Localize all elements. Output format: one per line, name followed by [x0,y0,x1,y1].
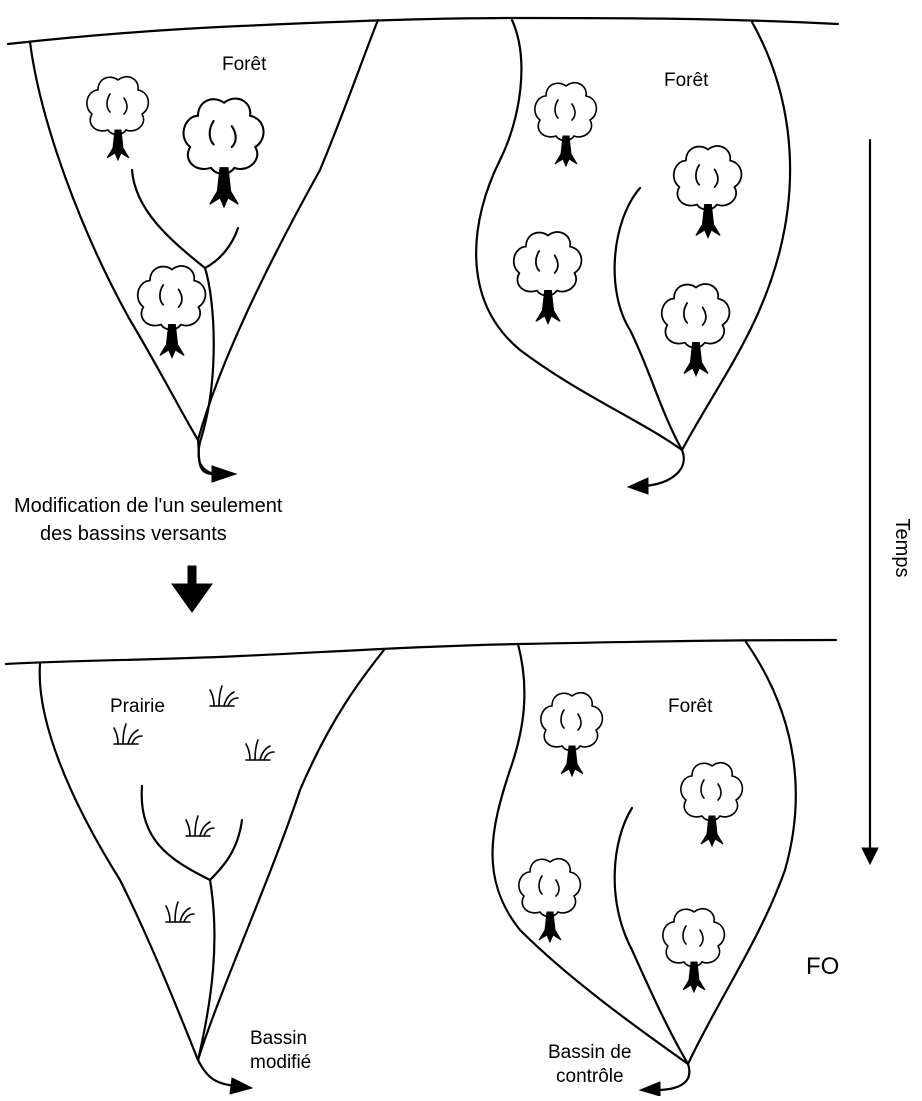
transition-caption: Modification de l'un seulement des bassi… [14,495,283,613]
top-right-stream [613,186,684,452]
top-landscape: Forêt Forêt [6,16,840,495]
grass-icon [209,685,239,707]
tree-icon [534,81,598,167]
bottom-left-tributary [208,818,244,882]
tree-icon [86,75,150,161]
top-right-basin-outline [475,18,792,452]
right-outlet-label-line-2: contrôle [556,1066,624,1087]
bottom-left-outlet-stream [196,1058,238,1088]
grass-icon [165,901,195,923]
bottom-right-basin-outline [491,640,797,1066]
bottom-right-basin-label: Forêt [668,696,713,717]
tree-icon [136,265,207,359]
grass-icon [185,815,215,837]
left-outlet-label-line-1: Bassin [250,1028,307,1049]
top-right-outlet-stream [642,448,685,488]
margin-fragment-text: FO [806,953,839,980]
grass-icon [245,739,275,761]
bottom-ridge-line [4,638,838,666]
bottom-left-basin-outline [38,648,386,1062]
bottom-left-basin-label: Prairie [110,696,165,717]
right-outlet-label-line-1: Bassin de [548,1042,631,1063]
tree-icon [518,857,582,943]
top-ridge-line [6,16,840,46]
top-right-outlet-arrow [626,477,649,495]
down-arrow-icon [171,583,213,613]
top-left-basin-outline [28,18,380,442]
tree-icon [540,691,604,777]
grass-icon [113,723,143,745]
tree-icon [182,97,265,208]
top-left-outlet-stream [196,438,216,476]
tree-icon [672,145,743,239]
bottom-left-outlet-arrow [229,1077,254,1095]
time-axis-arrowhead [861,847,879,866]
time-axis: Temps [861,138,913,866]
time-axis-label: Temps [891,519,913,578]
left-outlet-label-line-2: modifié [250,1052,311,1073]
tree-icon [662,907,726,993]
tree-icon [680,761,744,847]
top-left-outlet-arrow [211,465,238,483]
bottom-right-outlet-arrow [638,1081,661,1097]
transition-line-2: des bassins versants [40,523,227,545]
top-left-tributary [203,226,240,270]
tree-icon [660,283,731,377]
transition-line-1: Modification de l'un seulement [14,495,283,517]
bottom-right-stream [613,806,690,1066]
top-left-basin-label: Forêt [222,54,267,75]
tree-icon [512,231,583,325]
bottom-landscape: Prairie Forêt Bassin modifié Bassin de c… [4,638,839,1097]
down-arrow-shaft [187,565,197,587]
top-right-basin-label: Forêt [664,70,709,91]
bottom-right-outlet-stream [654,1062,691,1092]
